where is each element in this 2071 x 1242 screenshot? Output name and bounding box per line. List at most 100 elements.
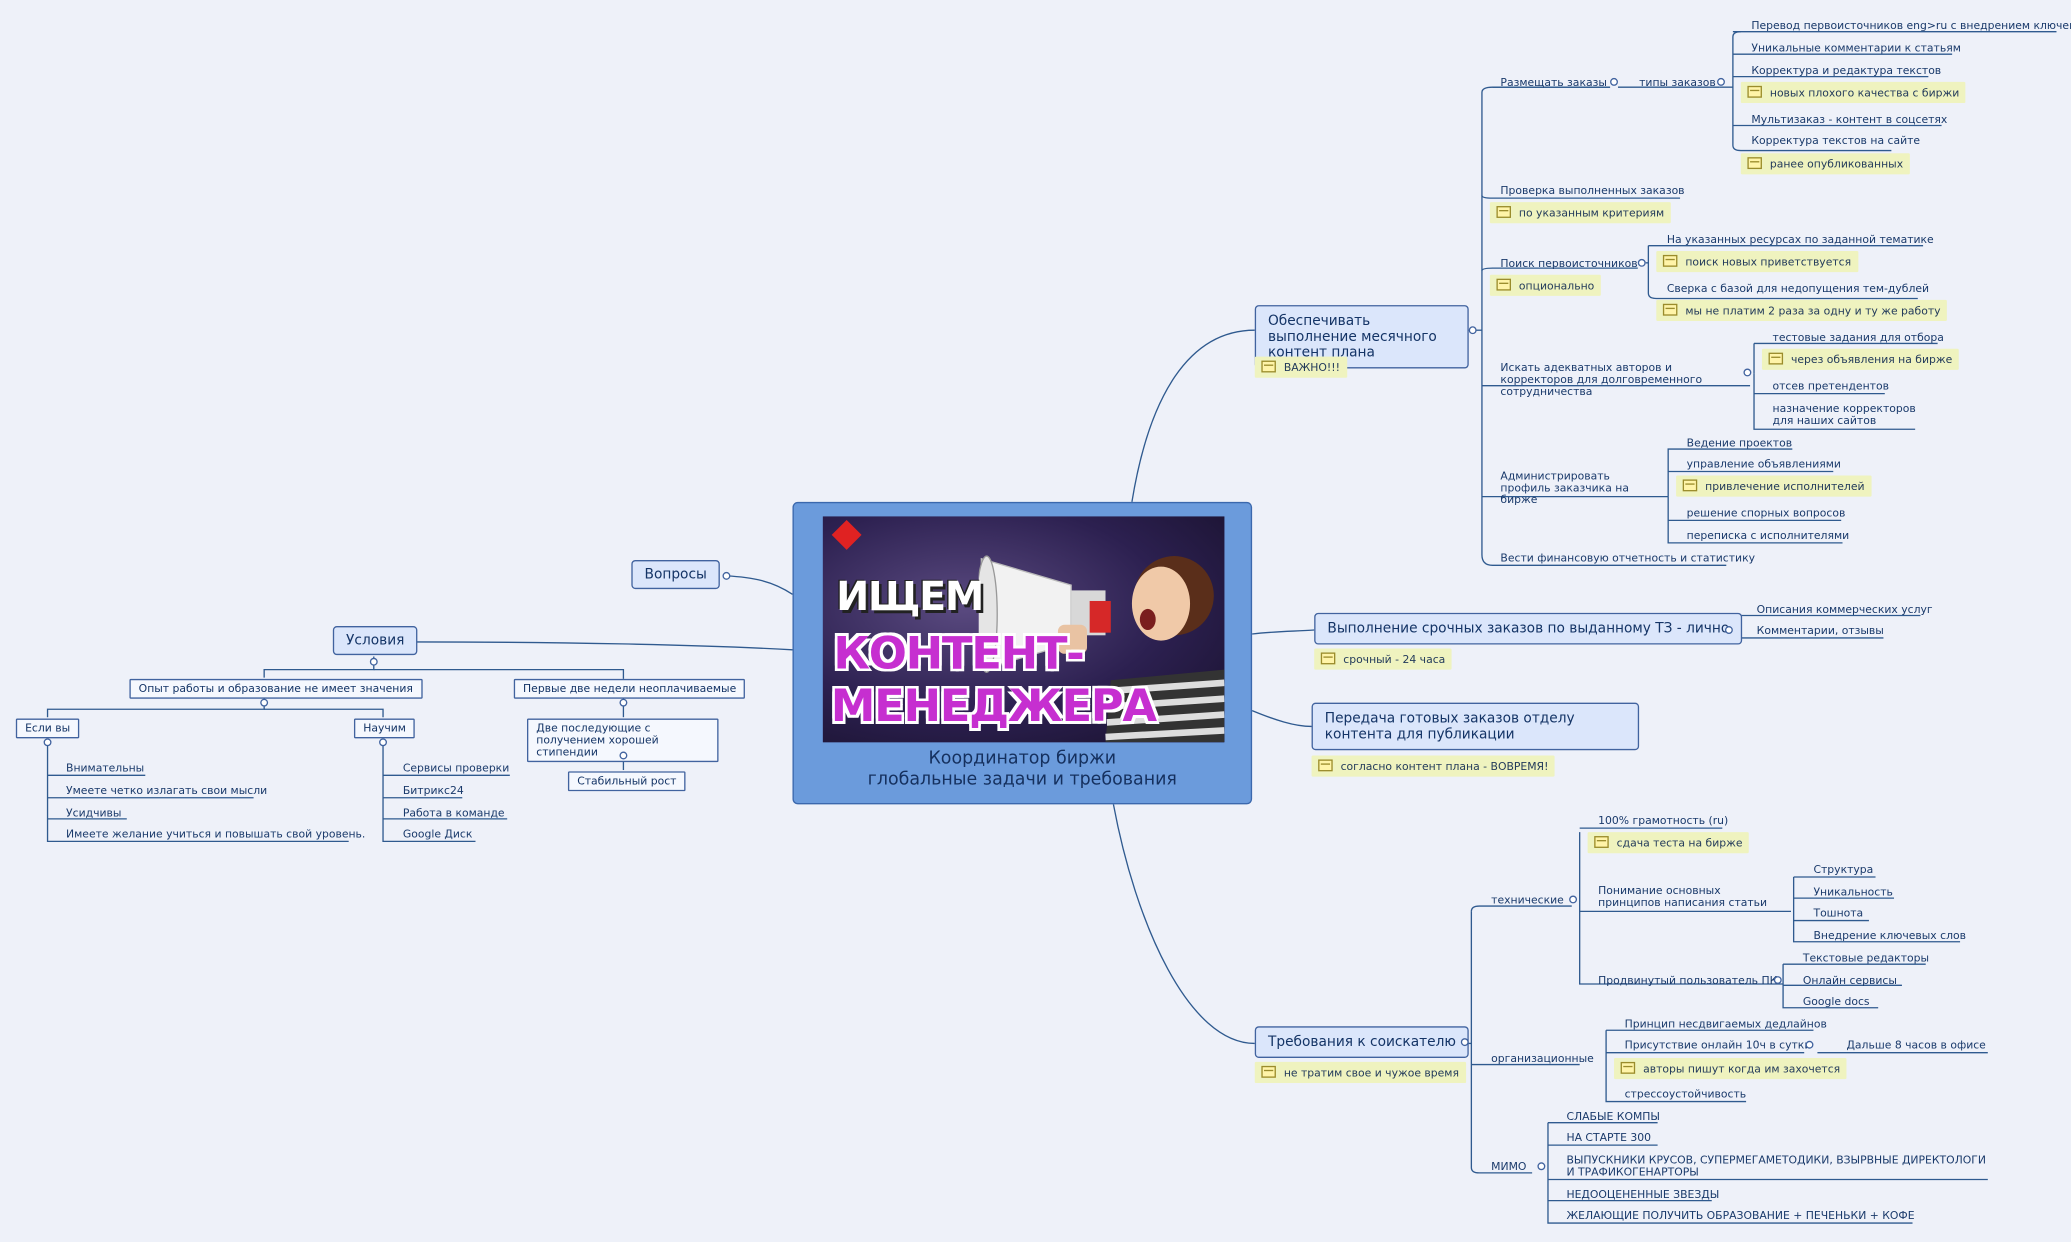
- principles-label[interactable]: Понимание основных принципов написания с…: [1598, 883, 1768, 909]
- urgent-item[interactable]: Комментарии, отзывы: [1756, 623, 1884, 637]
- order-type-item[interactable]: Корректура текстов на сайте: [1751, 133, 1921, 147]
- technical-label[interactable]: технические: [1491, 892, 1564, 907]
- check-orders-note: по указанным критериям: [1489, 202, 1671, 224]
- search-item-note: мы не платим 2 раза за одну и ту же рабо…: [1656, 299, 1948, 321]
- central-title-line2: глобальные задачи и требования: [867, 770, 1177, 790]
- if-you-topic[interactable]: Если вы: [15, 718, 80, 739]
- collapse-toggle-icon[interactable]: [1637, 258, 1646, 267]
- collapse-toggle-icon[interactable]: [619, 698, 628, 707]
- urgent-note: срочный - 24 часа: [1314, 648, 1452, 670]
- principles-item[interactable]: Уникальность: [1813, 884, 1893, 899]
- collapse-toggle-icon[interactable]: [1773, 976, 1782, 984]
- teach-item[interactable]: Битрикс24: [402, 783, 464, 797]
- teach-item[interactable]: Сервисы проверки: [402, 760, 510, 774]
- order-type-item[interactable]: Уникальные комментарии к статьям: [1751, 40, 1961, 55]
- admin-item[interactable]: Ведение проектов: [1686, 435, 1793, 450]
- central-title-line1: Координатор биржи: [928, 748, 1117, 769]
- mimo-item[interactable]: ВЫПУСКНИКИ КРУСОВ, СУПЕРМЕГАМЕТОДИКИ, ВЗ…: [1566, 1153, 1986, 1179]
- mimo-label[interactable]: МИМО: [1491, 1159, 1527, 1173]
- grammar-note: сдача теста на бирже: [1587, 832, 1750, 854]
- urgent-item[interactable]: Описания коммерческих услуг: [1756, 602, 1933, 616]
- urgent-orders-topic[interactable]: Выполнение срочных заказов по выданному …: [1314, 612, 1743, 645]
- requirements-topic[interactable]: Требования к соискателю: [1254, 1026, 1470, 1058]
- collapse-toggle-icon[interactable]: [1569, 895, 1578, 904]
- central-topic[interactable]: ИЩЕМ КОНТЕНТ- МЕНЕДЖЕРА Координатор бирж…: [792, 501, 1253, 805]
- find-authors-label[interactable]: Искать адекватных авторов и корректоров …: [1500, 360, 1703, 398]
- collapse-toggle-icon[interactable]: [1460, 1038, 1469, 1047]
- mimo-item[interactable]: СЛАБЫЕ КОМПЫ: [1566, 1109, 1660, 1123]
- admin-item[interactable]: переписка с исполнителями: [1686, 528, 1850, 542]
- org-item[interactable]: Принцип несдвигаемых дедлайнов: [1624, 1017, 1827, 1031]
- note-text: согласно контент плана - ВОВРЕМЯ!: [1340, 759, 1549, 773]
- collapse-toggle-icon[interactable]: [379, 738, 387, 747]
- place-orders-label[interactable]: Размещать заказы: [1500, 75, 1607, 89]
- if-you-item[interactable]: Умеете четко излагать свои мысли: [66, 783, 268, 797]
- collapse-toggle-icon[interactable]: [260, 698, 269, 707]
- note-text: ВАЖНО!!!: [1283, 360, 1340, 374]
- questions-topic[interactable]: Вопросы: [631, 560, 721, 590]
- collapse-toggle-icon[interactable]: [1717, 77, 1725, 86]
- check-orders-label[interactable]: Проверка выполненных заказов: [1500, 183, 1685, 197]
- authors-item[interactable]: назначение корректоров для наших сайтов: [1772, 401, 1916, 427]
- woman-megaphone-illustration: [978, 555, 1225, 743]
- principles-item[interactable]: Внедрение ключевых слов: [1813, 928, 1966, 942]
- admin-item[interactable]: решение спорных вопросов: [1686, 505, 1846, 520]
- order-type-item[interactable]: Мультизаказ - контент в соцсетях: [1751, 112, 1948, 126]
- mimo-item[interactable]: ЖЕЛАЮЩИЕ ПОЛУЧИТЬ ОБРАЗОВАНИЕ + ПЕЧЕНЬКИ…: [1566, 1208, 1915, 1222]
- finance-label[interactable]: Вести финансовую отчетность и статистику: [1500, 550, 1756, 564]
- search-item[interactable]: Сверка с базой для недопущения тем-дубле…: [1666, 281, 1930, 295]
- note-icon: [1594, 836, 1609, 848]
- if-you-item[interactable]: Внимательны: [66, 760, 145, 774]
- teach-item[interactable]: Работа в команде: [402, 805, 505, 819]
- order-type-item[interactable]: Перевод первоисточников eng>ru с внедрен…: [1751, 18, 2071, 32]
- next-weeks-topic[interactable]: Две последующие с получением хорошей сти…: [526, 718, 719, 763]
- collapse-toggle-icon[interactable]: [369, 657, 378, 666]
- org-item[interactable]: Присутствие онлайн 10ч в сутки: [1624, 1038, 1812, 1052]
- conditions-topic[interactable]: Условия: [332, 626, 418, 656]
- note-icon: [1261, 1065, 1276, 1078]
- search-sources-label[interactable]: Поиск первоисточников: [1500, 256, 1638, 270]
- principles-item[interactable]: Структура: [1813, 862, 1874, 876]
- collapse-toggle-icon[interactable]: [722, 571, 731, 580]
- content-plan-topic[interactable]: Обеспечивать выполнение месячного контен…: [1254, 305, 1469, 369]
- further-label[interactable]: Дальше 8 часов в офисе: [1846, 1038, 1986, 1052]
- note-text: срочный - 24 часа: [1343, 652, 1446, 666]
- experience-topic[interactable]: Опыт работы и образование не имеет значе…: [129, 678, 423, 699]
- order-type-item[interactable]: Корректура и редактура текстов: [1751, 63, 1942, 77]
- pc-item[interactable]: Google docs: [1802, 994, 1870, 1008]
- search-item[interactable]: На указанных ресурсах по заданной темати…: [1666, 232, 1934, 246]
- note-icon: [1662, 254, 1678, 267]
- stable-growth-topic[interactable]: Стабильный рост: [567, 771, 686, 792]
- organizational-label[interactable]: организационные: [1491, 1051, 1594, 1065]
- mimo-item[interactable]: НЕДООЦЕНЕННЫЕ ЗВЕЗДЫ: [1566, 1187, 1720, 1201]
- pc-item[interactable]: Онлайн сервисы: [1802, 973, 1897, 987]
- teach-item[interactable]: Google Диск: [402, 826, 473, 841]
- admin-profile-label[interactable]: Администрировать профиль заказчика на би…: [1500, 468, 1629, 506]
- mimo-item[interactable]: НА СТАРТЕ 300: [1566, 1130, 1652, 1144]
- authors-item[interactable]: тестовые задания для отбора: [1772, 330, 1944, 344]
- note-text: сдача теста на бирже: [1616, 836, 1743, 850]
- authors-item[interactable]: отсев претендентов: [1772, 379, 1889, 393]
- handover-topic[interactable]: Передача готовых заказов отделу контента…: [1311, 702, 1640, 751]
- collapse-toggle-icon[interactable]: [1805, 1040, 1814, 1049]
- collapse-toggle-icon[interactable]: [1724, 626, 1733, 634]
- if-you-item[interactable]: Усидчивы: [66, 805, 122, 819]
- pc-item[interactable]: Текстовые редакторы: [1802, 950, 1930, 965]
- collapse-toggle-icon[interactable]: [43, 738, 52, 747]
- collapse-toggle-icon[interactable]: [1610, 77, 1618, 86]
- admin-item[interactable]: управление объявлениями: [1686, 456, 1841, 471]
- collapse-toggle-icon[interactable]: [1743, 368, 1752, 377]
- collapse-toggle-icon[interactable]: [1468, 326, 1477, 335]
- principles-item[interactable]: Тошнота: [1813, 906, 1864, 920]
- if-you-item[interactable]: Имеете желание учиться и повышать свой у…: [66, 826, 366, 841]
- collapse-toggle-icon[interactable]: [619, 751, 628, 760]
- org-item[interactable]: стрессоустойчивость: [1624, 1087, 1747, 1101]
- order-types-label[interactable]: типы заказов: [1639, 75, 1716, 89]
- first-weeks-topic[interactable]: Первые две недели неоплачиваемые: [513, 678, 746, 699]
- collapse-toggle-icon[interactable]: [1537, 1162, 1546, 1171]
- teach-topic[interactable]: Научим: [353, 718, 416, 739]
- grammar-label[interactable]: 100% грамотность (ru): [1598, 813, 1729, 827]
- org-item-note: авторы пишут когда им захочется: [1614, 1057, 1847, 1080]
- note-text: авторы пишут когда им захочется: [1643, 1061, 1841, 1076]
- pc-user-label[interactable]: Продвинутый пользователь ПК: [1598, 973, 1778, 987]
